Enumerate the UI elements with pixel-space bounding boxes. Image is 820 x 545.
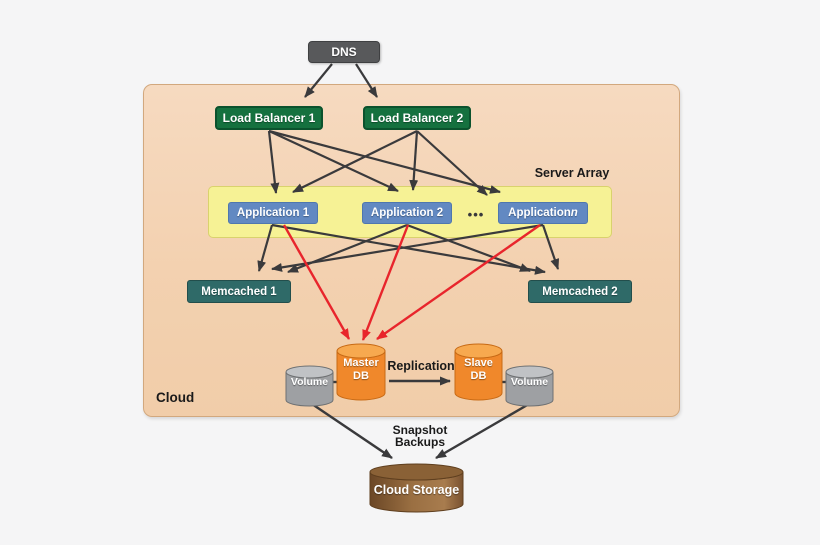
slave-db-label: Slave DB xyxy=(455,357,502,383)
application-n-node: Application n xyxy=(498,202,588,224)
memcached-2-node: Memcached 2 xyxy=(528,280,632,303)
snapshot-label-line2: Backups xyxy=(394,435,446,449)
more-applications-ellipsis: ••• xyxy=(467,206,485,222)
volume-right-label: Volume xyxy=(510,376,549,388)
dns-node: DNS xyxy=(308,41,380,63)
master-db-label: Master DB xyxy=(337,357,385,383)
memcached-1-node: Memcached 1 xyxy=(187,280,291,303)
application-n-label-prefix: Application xyxy=(508,207,571,219)
snapshot-label-line1: Snapshot xyxy=(392,423,448,437)
slave-db-label-line2: DB xyxy=(470,370,487,382)
cloud-label: Cloud xyxy=(156,390,195,405)
load-balancer-2-node: Load Balancer 2 xyxy=(363,106,471,130)
application-1-node: Application 1 xyxy=(228,202,318,224)
master-db-label-line2: DB xyxy=(353,370,369,382)
snapshot-backups-label: Snapshot Backups xyxy=(370,424,470,448)
master-db-label-line1: Master xyxy=(343,357,379,369)
application-2-node: Application 2 xyxy=(362,202,452,224)
volume-left-label: Volume xyxy=(290,376,329,388)
replication-label: Replication xyxy=(387,359,455,373)
application-n-label-suffix: n xyxy=(570,207,578,219)
server-array-label: Server Array xyxy=(534,166,610,180)
load-balancer-1-node: Load Balancer 1 xyxy=(215,106,323,130)
cloud-storage-label: Cloud Storage xyxy=(373,483,460,497)
slave-db-label-line1: Slave xyxy=(464,357,493,369)
